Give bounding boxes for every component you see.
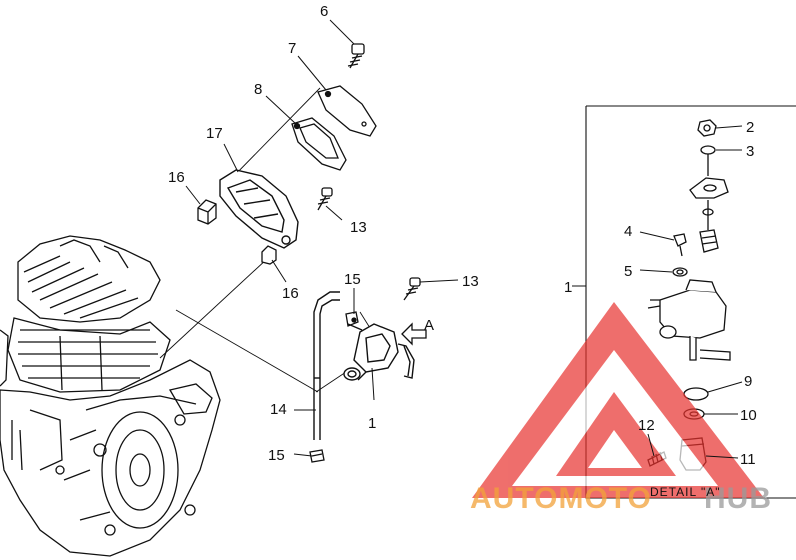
screw-6-drawing xyxy=(347,43,365,69)
callout-9: 9 xyxy=(744,373,752,390)
callout-10: 10 xyxy=(740,407,757,424)
detail-a-caption: DETAIL "A" xyxy=(650,485,721,499)
callout-15-upper: 15 xyxy=(344,271,361,288)
callout-16-left: 16 xyxy=(168,169,185,186)
cap-16-right-drawing xyxy=(261,245,277,265)
screw-13-upper-drawing xyxy=(317,187,333,211)
cover-17-drawing xyxy=(219,169,299,249)
fuel-hose-14-drawing xyxy=(313,291,340,440)
callout-15-lower: 15 xyxy=(268,447,285,464)
callout-3: 3 xyxy=(746,143,754,160)
watermark-logo xyxy=(472,302,764,498)
callout-8: 8 xyxy=(254,81,262,98)
callout-2: 2 xyxy=(746,119,754,136)
callout-leaders xyxy=(185,19,743,459)
callout-13-lower: 13 xyxy=(462,273,479,290)
plate-7-drawing xyxy=(317,85,377,137)
callout-6: 6 xyxy=(320,3,328,20)
fuel-cock-1-drawing xyxy=(343,323,415,381)
watermark-text: AUTOMOTO HUB xyxy=(470,482,772,515)
leader-lines xyxy=(159,87,381,393)
callout-17: 17 xyxy=(206,125,223,142)
callout-16-right: 16 xyxy=(282,285,299,302)
callout-13-upper: 13 xyxy=(350,219,367,236)
view-marker-a: A xyxy=(424,317,434,334)
callout-12: 12 xyxy=(638,417,655,434)
cap-16-left-drawing xyxy=(197,199,217,225)
callout-5: 5 xyxy=(624,263,632,280)
callout-4: 4 xyxy=(624,223,632,240)
callout-11: 11 xyxy=(740,451,756,468)
view-arrow-a xyxy=(401,322,427,346)
callout-1-detail: 1 xyxy=(564,279,572,296)
callout-1-main: 1 xyxy=(368,415,376,432)
watermark-text-automoto: AUTOMOTO xyxy=(470,482,652,515)
watermark-text-hub: HUB xyxy=(704,482,772,515)
clamp-15-upper-drawing xyxy=(345,311,359,327)
clamp-15-lower-drawing xyxy=(309,449,325,463)
callout-7: 7 xyxy=(288,40,296,57)
engine-block-drawing xyxy=(0,235,221,557)
screw-13-lower-drawing xyxy=(403,277,421,301)
gasket-8-drawing xyxy=(291,117,347,171)
callout-14: 14 xyxy=(270,401,287,418)
